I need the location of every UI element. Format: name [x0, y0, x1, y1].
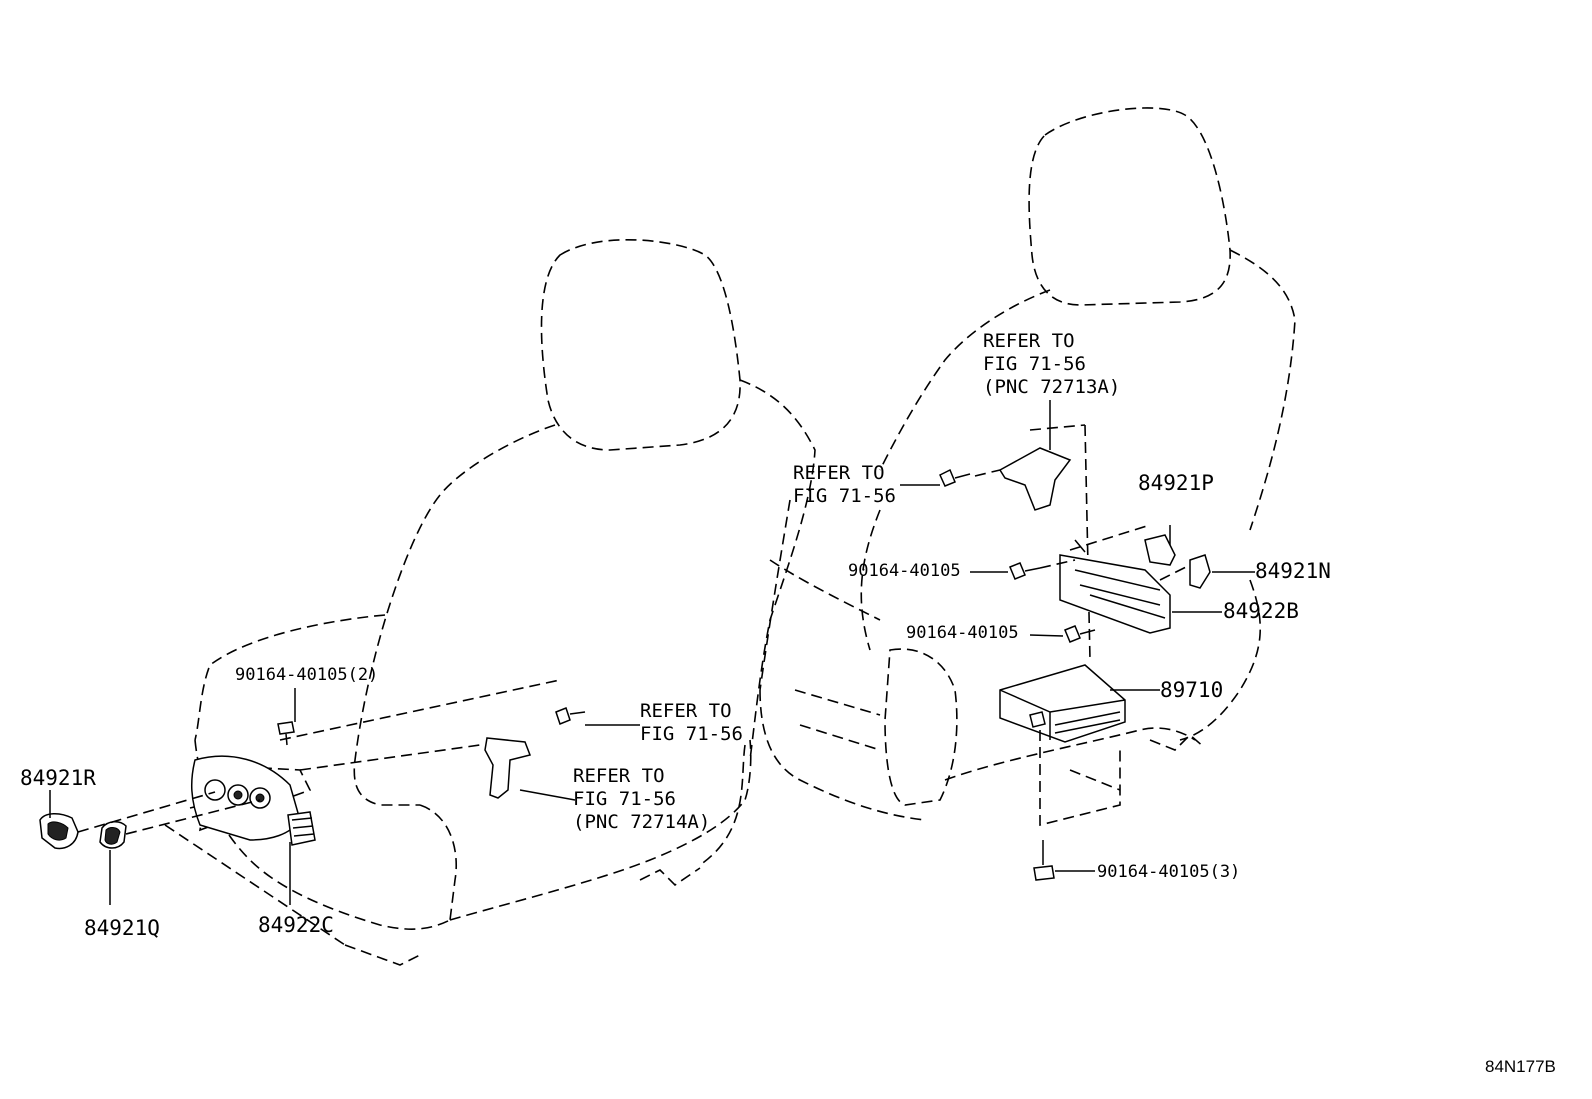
- switch-assembly-84922c: [190, 755, 316, 846]
- label-84922b: 84922B: [1223, 599, 1299, 623]
- bolt-right-2-icon: [1064, 625, 1096, 643]
- knob-84921p: [1144, 534, 1176, 566]
- label-bolt-bottom: 90164-40105(3): [1097, 862, 1240, 882]
- label-89710: 89710: [1160, 678, 1223, 702]
- knob-84921n: [1189, 554, 1211, 589]
- label-84921n: 84921N: [1255, 559, 1331, 583]
- ecu-89710: [999, 664, 1126, 743]
- label-84921r: 84921R: [20, 766, 96, 790]
- bolt-ref-left-icon: [555, 707, 586, 725]
- label-ref-left-a-1: REFER TO: [640, 700, 732, 722]
- bracket-72713a: [998, 447, 1072, 511]
- bolt-right-1-icon: [1009, 562, 1041, 580]
- label-ref-left-b-3: (PNC 72714A): [573, 811, 710, 833]
- bracket-72714a: [484, 737, 532, 799]
- switch-assembly-84922b: [1059, 539, 1171, 634]
- bolt-ref-right-icon: [939, 468, 971, 487]
- leader-lines: [49, 400, 1255, 905]
- label-ref-right-mid-2: FIG 71-56: [793, 485, 896, 507]
- label-bolt-left: 90164-40105(2): [235, 665, 378, 685]
- label-84922c: 84922C: [258, 913, 334, 937]
- label-ref-right-top-2: FIG 71-56: [983, 353, 1086, 375]
- left-seat-outline: [164, 239, 816, 966]
- bolt-left-icon: [277, 721, 295, 746]
- diagram-code: 84N177B: [1485, 1057, 1556, 1076]
- label-ref-left-b-1: REFER TO: [573, 765, 665, 787]
- label-ref-right-top-3: (PNC 72713A): [983, 376, 1120, 398]
- label-84921p: 84921P: [1138, 471, 1214, 495]
- label-ref-left-a-2: FIG 71-56: [640, 723, 743, 745]
- right-seat-outline: [759, 107, 1296, 821]
- label-ref-right-mid-1: REFER TO: [793, 462, 885, 484]
- knob-84921q: [99, 821, 127, 849]
- knob-84921r: [39, 813, 79, 850]
- label-bolt-right-2: 90164-40105: [906, 623, 1019, 643]
- label-bolt-right-1: 90164-40105: [848, 561, 961, 581]
- label-ref-left-b-2: FIG 71-56: [573, 788, 676, 810]
- label-84921q: 84921Q: [84, 916, 160, 940]
- bolt-bottom-icon: [1033, 840, 1055, 881]
- label-ref-right-top-1: REFER TO: [983, 330, 1075, 352]
